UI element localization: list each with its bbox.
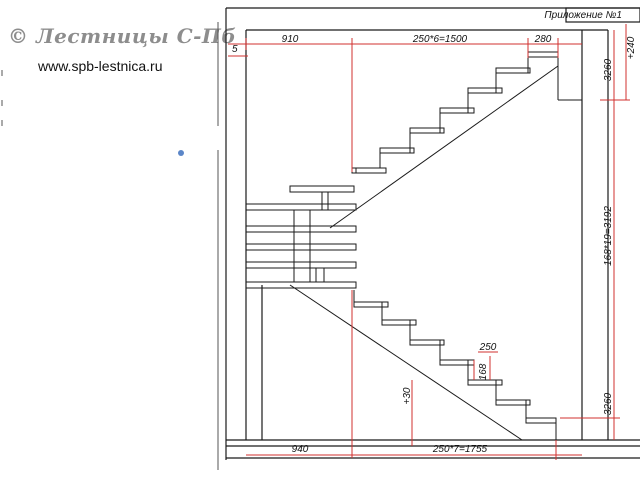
lower-tread bbox=[525, 417, 557, 424]
scroll-marker-icon bbox=[178, 150, 184, 156]
drawing-title: Приложение №1 bbox=[544, 10, 622, 21]
website-url[interactable]: www.spb-lestnica.ru bbox=[38, 58, 163, 74]
upper-tread bbox=[439, 107, 475, 114]
dim-last-tread: 280 bbox=[534, 34, 552, 45]
walls bbox=[245, 29, 609, 440]
landing-structure bbox=[245, 185, 357, 289]
dim-offset: 5 bbox=[232, 44, 238, 55]
lower-tread bbox=[495, 399, 531, 406]
dim-landing-width: 910 bbox=[282, 34, 299, 45]
dim-upper-run: 250*6=1500 bbox=[412, 34, 468, 45]
dim-floor-offset: +30 bbox=[402, 387, 413, 404]
dimension-labels: Приложение №1 910 250*6=1500 280 5 940 2… bbox=[232, 10, 637, 455]
page-rule bbox=[1, 22, 219, 470]
upper-tread bbox=[467, 87, 503, 94]
lower-tread bbox=[439, 359, 475, 366]
dim-lower-run: 250*7=1755 bbox=[432, 444, 488, 455]
dim-lower-landing: 940 bbox=[292, 444, 309, 455]
lower-tread bbox=[353, 301, 389, 308]
upper-flight bbox=[329, 51, 582, 229]
lower-tread bbox=[381, 319, 417, 326]
dim-top-offset: +240 bbox=[626, 36, 637, 59]
dim-lower-height: 3260 bbox=[603, 392, 614, 415]
upper-tread bbox=[351, 167, 387, 174]
dim-total-height: 168*19=3192 bbox=[603, 206, 614, 266]
dim-riser: 168 bbox=[478, 363, 489, 380]
lower-tread bbox=[409, 339, 445, 346]
dim-upper-height: 3260 bbox=[603, 58, 614, 81]
dimension-lines bbox=[228, 24, 630, 460]
upper-tread bbox=[409, 127, 445, 134]
drawing-frame bbox=[225, 7, 640, 460]
upper-tread bbox=[527, 51, 559, 58]
upper-tread bbox=[379, 147, 415, 154]
upper-tread bbox=[495, 67, 531, 74]
lower-flight bbox=[289, 284, 557, 441]
dim-tread: 250 bbox=[479, 342, 497, 353]
site-watermark: © Лестницы С-Пб bbox=[8, 24, 237, 48]
